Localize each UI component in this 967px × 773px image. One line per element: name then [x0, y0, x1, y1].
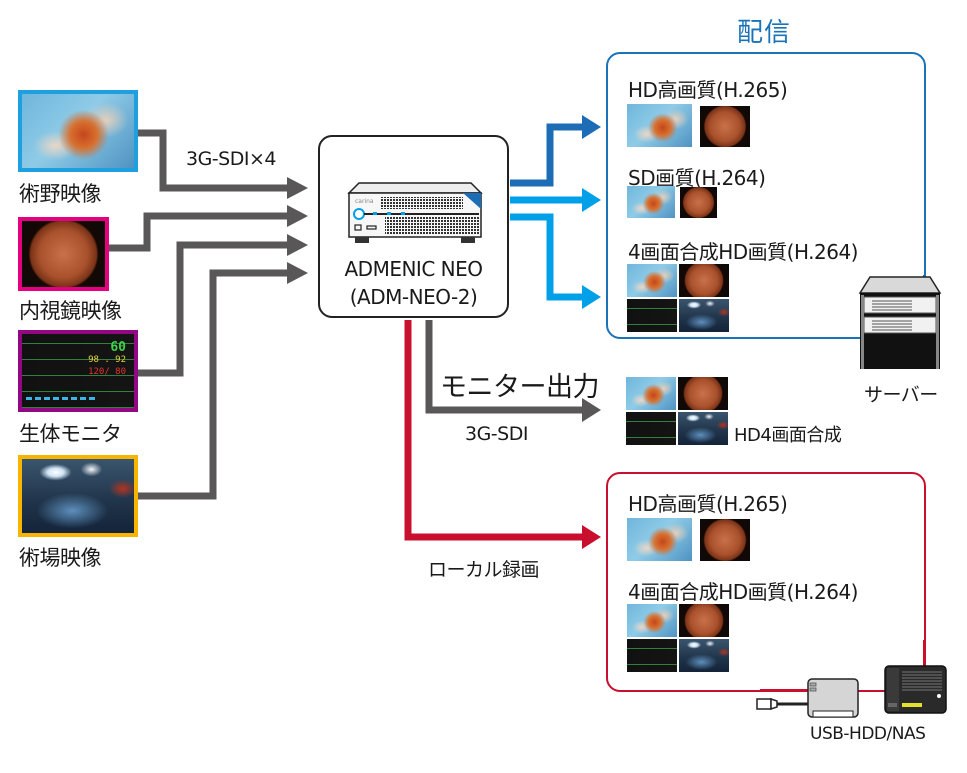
recording-quad-endoscope-thumb: [679, 604, 729, 637]
monitor-quad-monitor-thumb: [626, 412, 676, 445]
distribution-line-hd: [510, 123, 585, 187]
distribution-item-hd-label: HD高画質(H.265): [628, 78, 788, 102]
input-connection-label: 3G-SDI×4: [186, 148, 276, 170]
monitor-output-title: モニター出力: [440, 372, 600, 403]
quad-monitor-thumb: [627, 299, 677, 332]
monitor-hr-value: 60: [110, 340, 126, 355]
admenic-neo-device-box: carina ADMENIC NEO (ADM-NEO-2): [318, 135, 509, 318]
local-recording-title: ローカル録画: [428, 559, 540, 581]
distribution-item-quad-label: 4画面合成HD画質(H.264): [628, 240, 859, 264]
recording-line: [404, 320, 585, 541]
input-line-surgical-field: [136, 129, 290, 192]
quad-surgical-thumb: [627, 264, 677, 297]
distribution-hd-surgical-thumb: [627, 104, 692, 147]
brand-mark: carina: [355, 198, 374, 205]
storage-label: USB-HDD/NAS: [810, 724, 926, 744]
recording-quad-surgical-thumb: [627, 604, 677, 637]
monitor-output-quad-grid: [626, 377, 728, 445]
distribution-line-quad: [510, 213, 585, 301]
operating-room-thumbnail: [18, 455, 138, 537]
recording-item-quad-label: 4画面合成HD画質(H.264): [628, 580, 859, 604]
distribution-title: 配信: [737, 18, 792, 48]
device-name: ADMENIC NEO: [344, 257, 484, 281]
monitor-result-label: HD4画面合成: [734, 425, 842, 446]
device-model: (ADM-NEO-2): [349, 285, 478, 309]
recorder-device-icon: carina: [347, 182, 483, 243]
local-recording-panel: HD高画質(H.265) 4画面合成HD画質(H.264): [606, 472, 926, 692]
distribution-arrowhead-hd: [582, 115, 601, 139]
recording-quad-monitor-thumb: [627, 639, 677, 672]
source-label-vital-monitor: 生体モニタ: [19, 422, 122, 446]
quad-endoscope-thumb: [679, 264, 729, 297]
recording-hd-surgical-thumb: [627, 518, 692, 561]
server-label: サーバー: [864, 384, 938, 406]
monitor-quad-room-thumb: [678, 412, 728, 445]
input-line-operating-room: [136, 269, 290, 500]
vital-monitor-thumbnail: 60 98 . 92 120/ 80: [18, 330, 138, 412]
distribution-hd-endoscope-thumb: [700, 106, 750, 147]
quad-room-thumb: [679, 299, 729, 332]
monitor-bottom-bar: [26, 397, 96, 400]
monitor-quad-surgical-thumb: [626, 377, 676, 410]
input-line-vital-monitor: [136, 241, 290, 377]
distribution-panel: HD高画質(H.265) SD画質(H.264) 4画面合成HD画質(H.264…: [606, 52, 926, 339]
distribution-sd-surgical-thumb: [627, 186, 675, 218]
distribution-quad-grid: [627, 264, 729, 332]
source-label-operating-room: 術場映像: [19, 546, 102, 570]
recording-item-hd-label: HD高画質(H.265): [628, 492, 788, 516]
input-line-endoscope: [108, 212, 290, 252]
recording-quad-grid: [627, 604, 729, 672]
monitor-connection-label: 3G-SDI: [465, 423, 528, 445]
monitor-bp-value: 120/ 80: [88, 367, 126, 377]
recording-quad-room-thumb: [679, 639, 729, 672]
surgical-field-thumbnail: [18, 90, 138, 172]
endoscope-thumbnail: [18, 217, 109, 291]
monitor-spo2-value: 98 . 92: [88, 355, 126, 365]
usb-hdd-icon: [756, 678, 859, 718]
input-arrowhead-4: [287, 262, 308, 284]
monitor-output-arrowhead: [582, 398, 601, 422]
monitor-output-line: [425, 320, 585, 414]
distribution-arrowhead-quad: [582, 285, 601, 309]
distribution-sd-endoscope-thumb: [680, 187, 717, 218]
monitor-quad-endoscope-thumb: [678, 377, 728, 410]
nas-icon: [884, 665, 947, 714]
recording-arrowhead: [582, 525, 601, 549]
server-rack-icon: [858, 276, 942, 369]
recording-hd-endoscope-thumb: [700, 519, 750, 561]
source-label-surgical-field: 術野映像: [19, 182, 102, 206]
distribution-arrowhead-sd: [582, 188, 601, 212]
source-label-endoscope: 内視鏡映像: [19, 299, 122, 323]
input-arrowhead-1: [287, 177, 308, 199]
input-arrowhead-3: [287, 234, 308, 256]
input-arrowhead-2: [287, 205, 308, 227]
